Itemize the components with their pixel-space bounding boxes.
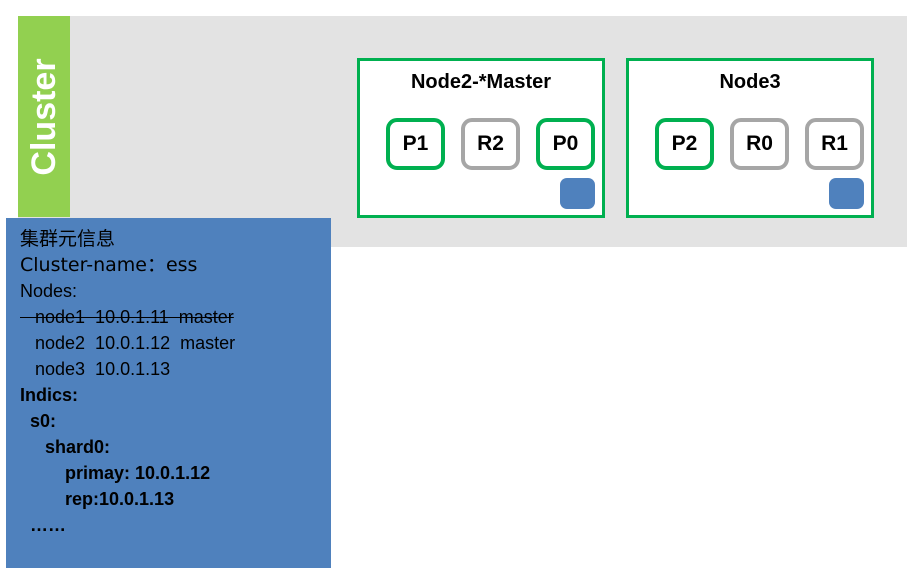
- metadata-line: ……: [20, 515, 67, 535]
- metadata-line: node2 10.0.1.12 master: [20, 333, 236, 353]
- node-title: Node3: [719, 71, 781, 93]
- shard-chip-p0[interactable]: P0: [536, 118, 595, 170]
- metadata-line: rep:10.0.1.13: [20, 489, 175, 509]
- shard-marker-icon: [560, 178, 595, 209]
- shard-chip-p2[interactable]: P2: [655, 118, 714, 170]
- cluster-label-bar: Cluster: [18, 16, 70, 217]
- metadata-line: Nodes:: [20, 281, 78, 301]
- shard-chip-row: P1 R2 P0: [360, 118, 602, 173]
- shard-marker-icon: [829, 178, 864, 209]
- metadata-line: primay: 10.0.1.12: [20, 463, 211, 483]
- node-box-node2[interactable]: Node2-*Master P1 R2 P0: [357, 58, 605, 218]
- cluster-label-text: Cluster: [25, 57, 63, 176]
- node-box-node3[interactable]: Node3 P2 R0 R1: [626, 58, 874, 218]
- metadata-line: shard0:: [20, 437, 111, 457]
- metadata-line: Cluster-name：ess: [20, 254, 198, 276]
- node-title: Node2-*Master: [410, 71, 552, 93]
- metadata-line: node3 10.0.1.13: [20, 359, 171, 379]
- shard-chip-row: P2 R0 R1: [629, 118, 871, 173]
- metadata-line: s0:: [20, 411, 57, 431]
- shard-chip-r1[interactable]: R1: [805, 118, 864, 170]
- shard-chip-r2[interactable]: R2: [461, 118, 520, 170]
- metadata-line: 集群元信息: [20, 228, 116, 250]
- metadata-line: Indics:: [20, 385, 79, 405]
- metadata-line: node1 10.0.1.11 master: [20, 307, 234, 327]
- shard-chip-r0[interactable]: R0: [730, 118, 789, 170]
- shard-chip-p1[interactable]: P1: [386, 118, 445, 170]
